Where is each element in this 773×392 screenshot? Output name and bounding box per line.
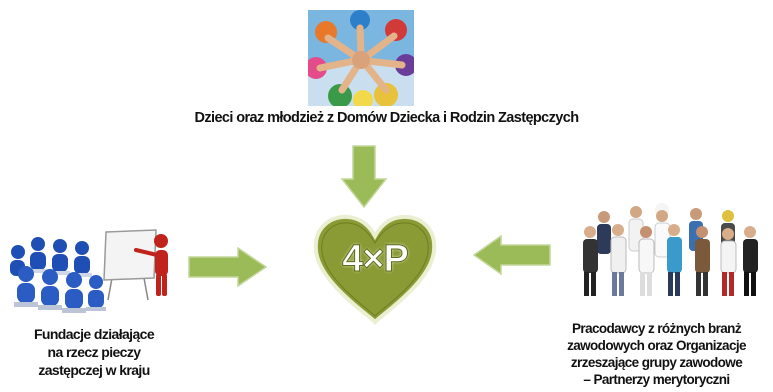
right-caption-line-4: – Partnerzy merytoryczni xyxy=(583,372,730,387)
heart-icon xyxy=(310,212,440,327)
left-caption-line-2: na rzecz pieczy xyxy=(47,344,142,360)
children-hands-photo xyxy=(308,10,414,106)
presentation-audience-image xyxy=(10,222,180,322)
right-caption: Pracodawcy z różnych branż zawodowych or… xyxy=(540,320,773,388)
left-caption-line-3: zastępczej w kraju xyxy=(38,362,150,378)
right-caption-line-2: zawodowych oraz Organizacje xyxy=(567,338,746,353)
arrow-left xyxy=(473,235,551,275)
arrow-down xyxy=(341,145,387,209)
professionals-group-image xyxy=(578,202,760,302)
left-caption: Fundacje działające na rzecz pieczy zast… xyxy=(0,325,188,379)
left-caption-line-1: Fundacje działające xyxy=(33,326,155,342)
right-caption-line-1: Pracodawcy z różnych branż xyxy=(572,321,742,336)
top-caption: Dzieci oraz młodzież z Domów Dziecka i R… xyxy=(194,110,580,126)
right-caption-line-3: zrzeszające grupy zawodowe xyxy=(570,355,743,370)
arrow-right xyxy=(188,247,268,287)
center-label: 4×P xyxy=(342,238,410,281)
